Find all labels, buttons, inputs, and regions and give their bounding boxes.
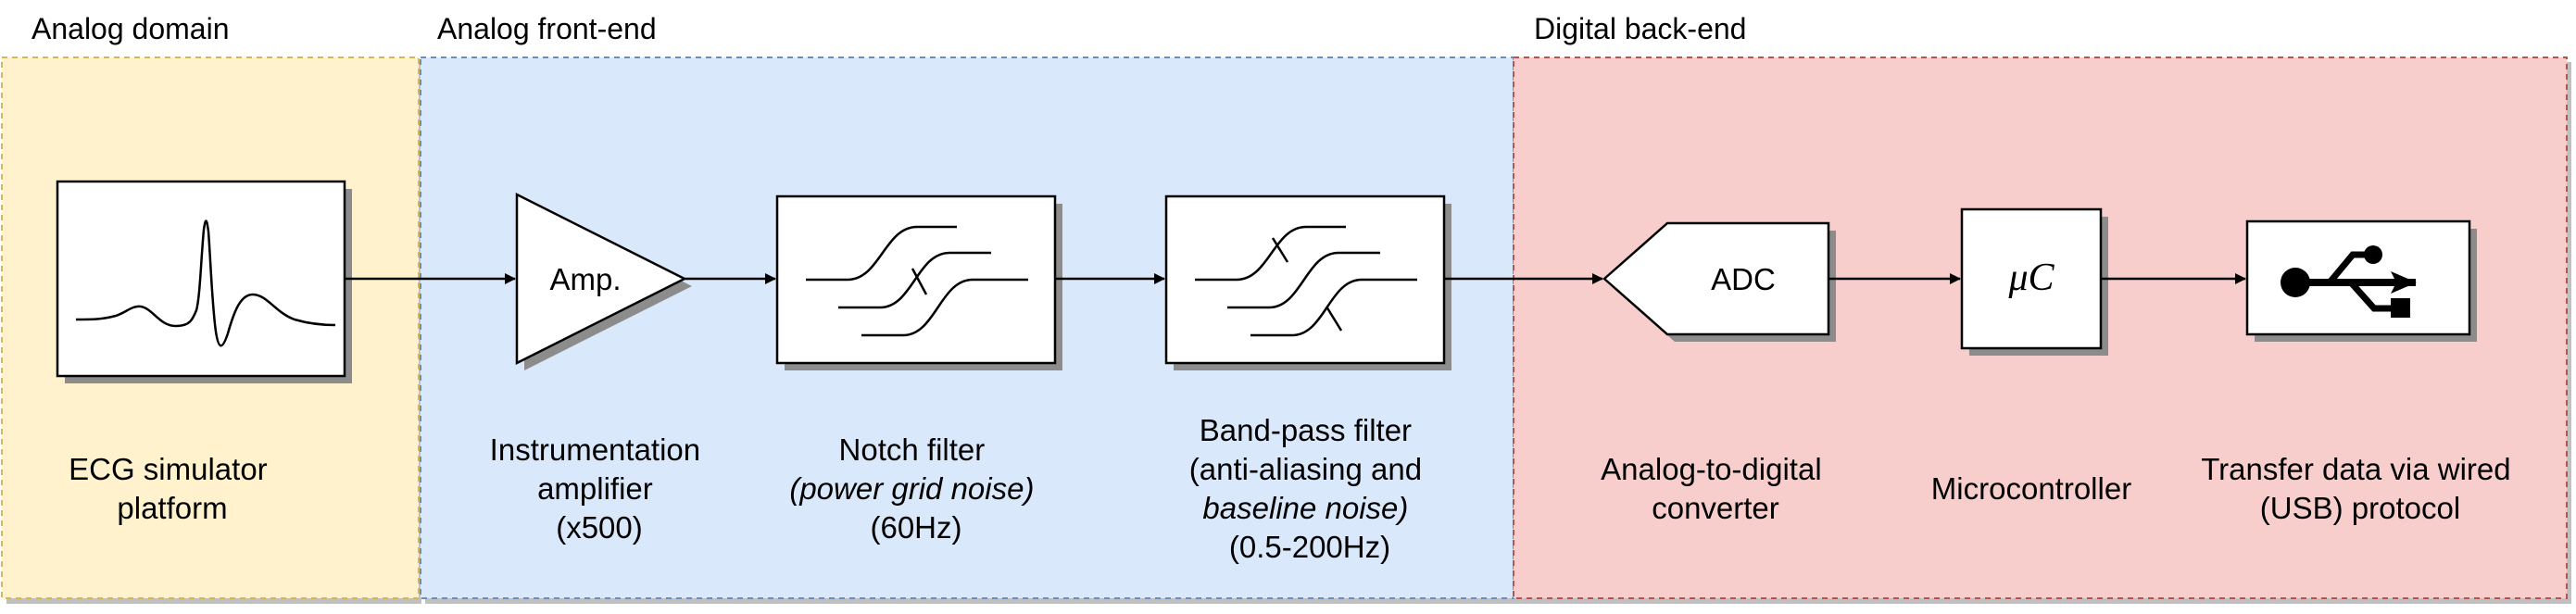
mcu-block-box — [1960, 207, 2103, 350]
ecg-waveform-icon — [75, 219, 336, 347]
notch-filter-icon — [806, 225, 1028, 337]
amp-caption: Instrumentation amplifier (x500) — [490, 432, 710, 545]
ecg-caption-line: ECG simulator — [69, 452, 268, 486]
notch-caption: Notch filter (power grid noise) (60Hz) — [789, 432, 1042, 545]
mcu-label: μC — [2007, 257, 2055, 299]
usb-block — [2245, 219, 2477, 342]
mcu-caption-line: Microcontroller — [1931, 471, 2131, 506]
ecg-caption: ECG simulator platform — [69, 452, 276, 525]
amplifier-triangle-icon — [515, 192, 687, 366]
usb-caption: Transfer data via wired (USB) protocol — [2201, 452, 2519, 525]
bandpass-caption-line: (anti-aliasing and — [1189, 452, 1422, 486]
adc-caption: Analog-to-digital converter — [1601, 452, 1830, 525]
adc-block: ADC — [1602, 221, 1836, 342]
ecg-block-box — [56, 180, 346, 378]
usb-caption-line: Transfer data via wired — [2201, 452, 2510, 486]
bandpass-caption-line: (0.5-200Hz) — [1229, 530, 1390, 564]
analog-domain-title: Analog domain — [31, 12, 229, 45]
notch-caption-line: (60Hz) — [870, 510, 961, 545]
usb-icon — [2281, 245, 2417, 318]
adc-caption-line: Analog-to-digital — [1601, 452, 1821, 486]
amp-caption-line: amplifier — [537, 471, 653, 506]
ecg-caption-line: platform — [117, 491, 227, 525]
adc-caption-line: converter — [1652, 491, 1779, 525]
bandpass-caption: Band-pass filter (anti-aliasing and base… — [1189, 413, 1431, 564]
notch-caption-line: (power grid noise) — [789, 471, 1034, 506]
notch-caption-line: Notch filter — [839, 432, 986, 467]
mcu-caption: Microcontroller — [1931, 471, 2131, 506]
amplifier-block: Amp. — [515, 192, 692, 370]
bandpass-caption-line: Band-pass filter — [1200, 413, 1412, 447]
adc-label: ADC — [1711, 262, 1776, 296]
amp-caption-line: Instrumentation — [490, 432, 700, 467]
amplifier-label: Amp. — [549, 262, 621, 296]
analog-front-end-title: Analog front-end — [437, 12, 657, 45]
usb-caption-line: (USB) protocol — [2260, 491, 2460, 525]
digital-back-end-title: Digital back-end — [1534, 12, 1746, 45]
microcontroller-block: μC — [1960, 207, 2108, 356]
bandpass-filter-block — [1164, 194, 1451, 370]
usb-block-box — [2245, 219, 2471, 336]
notch-filter-block — [775, 194, 1062, 370]
bandpass-caption-line: baseline noise) — [1202, 491, 1408, 525]
ecg-simulator-block — [56, 180, 352, 383]
bandpass-filter-icon — [1195, 225, 1417, 337]
amp-caption-line: (x500) — [556, 510, 643, 545]
